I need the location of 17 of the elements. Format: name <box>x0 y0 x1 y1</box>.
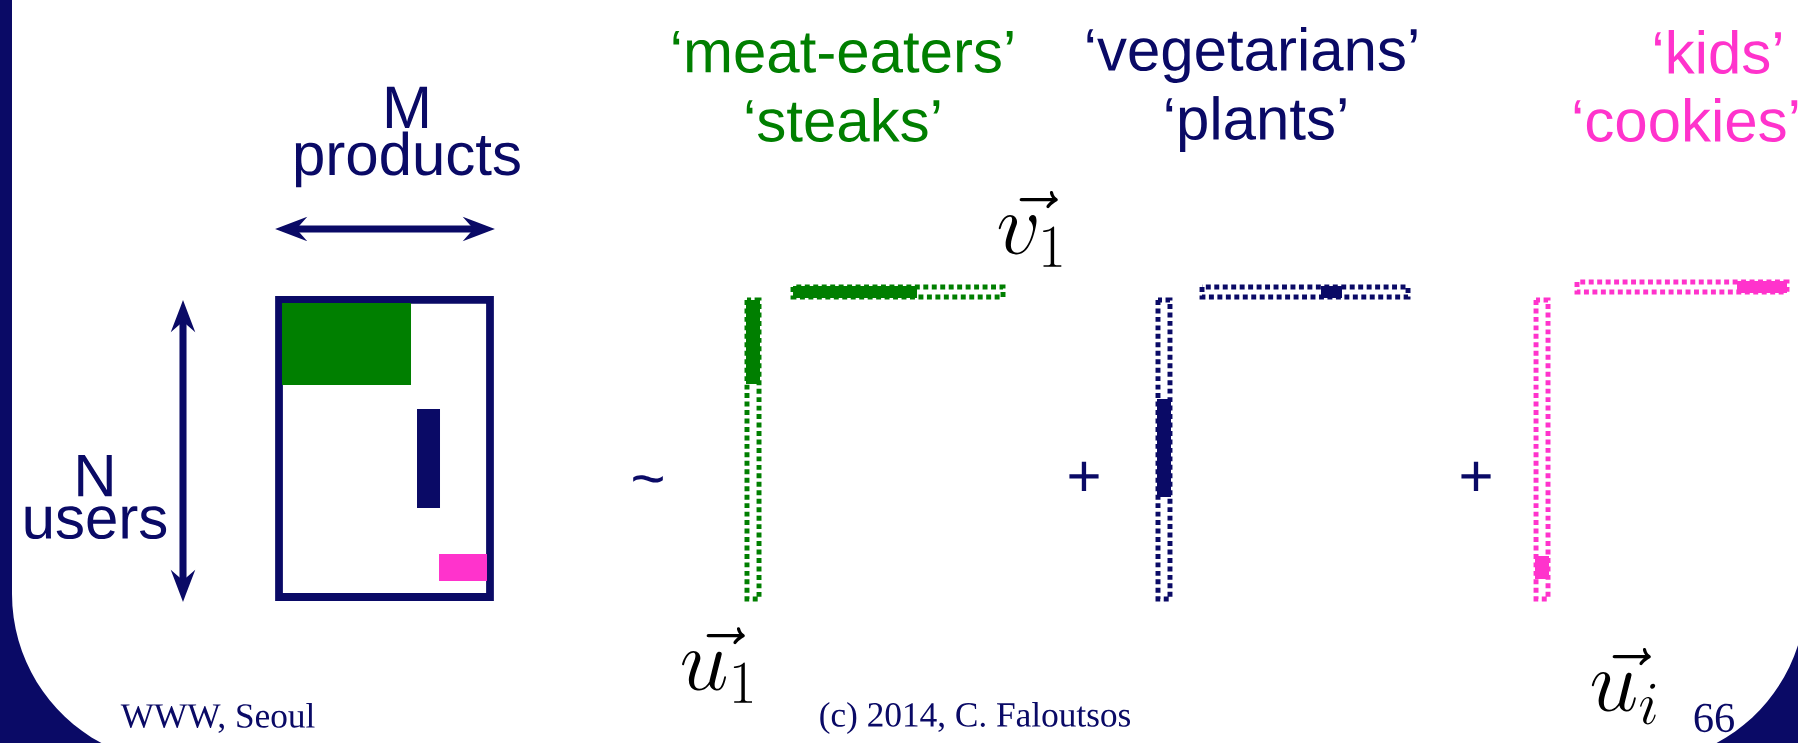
axis-label: M products <box>295 86 520 188</box>
group-label: ‘kids’ <box>1655 30 1781 75</box>
group-label: ‘plants’ <box>1166 96 1346 152</box>
vector-formula: $\vec{u_1}$ <box>682 627 752 703</box>
group-label: ‘vegetarians’ <box>1087 27 1417 83</box>
group-label: ‘steaks’ <box>746 98 940 143</box>
vector-formula: $\vec{v_1}$ <box>998 191 1062 267</box>
page-number: 66 <box>1694 703 1734 733</box>
footer-text: WWW, Seoul <box>120 703 315 733</box>
footer-text: (c) 2014, C. Faloutsos <box>820 701 1130 734</box>
vector-formula: $\vec{u_i}$ <box>1591 648 1656 725</box>
plus-sign: + <box>1069 461 1099 492</box>
group-label: ‘meat-eaters’ <box>673 31 1013 73</box>
plus-sign: + <box>1461 461 1491 492</box>
group-label: ‘cookies’ <box>1574 98 1798 143</box>
axis-label: N users <box>25 454 167 540</box>
approx-sign: ~ <box>633 475 663 483</box>
